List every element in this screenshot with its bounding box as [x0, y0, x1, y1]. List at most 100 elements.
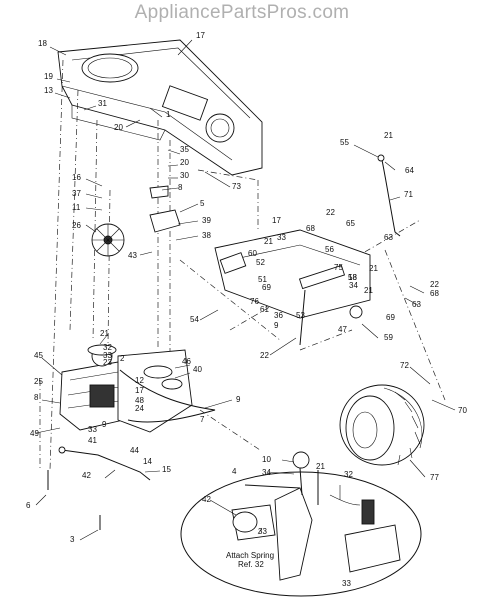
callout-72: 72 — [400, 361, 409, 370]
callout-40: 40 — [193, 365, 202, 374]
callout-48: 48 — [135, 396, 144, 405]
callout-69: 69 — [262, 283, 271, 292]
callout-15: 15 — [162, 465, 171, 474]
callout-68: 68 — [306, 224, 315, 233]
shift-rod — [47, 446, 151, 530]
callout-43: 43 — [128, 251, 137, 260]
callout-33: 33 — [342, 579, 351, 588]
callout-47: 47 — [338, 325, 347, 334]
callout-63: 63 — [412, 300, 421, 309]
callout-38: 38 — [202, 231, 211, 240]
callout-2: 2 — [120, 354, 125, 363]
inset-caption-line1: Attach Spring — [226, 551, 274, 560]
callout-58: 58 — [348, 273, 357, 282]
callout-26: 26 — [72, 221, 81, 230]
callout-37: 37 — [72, 189, 81, 198]
callout-25: 25 — [34, 377, 43, 386]
callout-71: 71 — [404, 190, 413, 199]
callout-56: 56 — [325, 245, 334, 254]
callout-18: 18 — [38, 39, 47, 48]
callout-7: 7 — [200, 415, 205, 424]
detail-inset — [180, 451, 422, 597]
callout-60: 60 — [248, 249, 257, 258]
callout-73: 73 — [232, 182, 241, 191]
callout-20: 20 — [114, 123, 123, 132]
callout-8: 8 — [34, 393, 39, 402]
callout-52: 52 — [256, 258, 265, 267]
callout-17: 17 — [135, 386, 144, 395]
callout-21: 21 — [364, 286, 373, 295]
callout-5: 5 — [200, 199, 205, 208]
callout-42: 42 — [82, 471, 91, 480]
inset-caption-line2: Ref. 32 — [238, 560, 264, 569]
callout-22: 22 — [326, 208, 335, 217]
callout-12: 12 — [135, 376, 144, 385]
callout-44: 44 — [130, 446, 139, 455]
callout-75: 75 — [334, 263, 343, 272]
callout-34: 34 — [262, 468, 271, 477]
callout-21: 21 — [369, 264, 378, 273]
callout-54: 54 — [190, 315, 199, 324]
callout-33: 33 — [277, 233, 286, 242]
callout-42: 42 — [202, 495, 211, 504]
callout-77: 77 — [430, 473, 439, 482]
callout-21: 21 — [316, 462, 325, 471]
callout-45: 45 — [34, 351, 43, 360]
callout-35: 35 — [180, 145, 189, 154]
callout-76: 76 — [250, 297, 259, 306]
callout-9: 9 — [274, 321, 279, 330]
callout-69: 69 — [386, 313, 395, 322]
cooling-fan — [91, 223, 125, 257]
callout-64: 64 — [405, 166, 414, 175]
main-frame — [57, 39, 263, 176]
callout-17: 17 — [196, 31, 205, 40]
callout-65: 65 — [346, 219, 355, 228]
callout-33: 33 — [258, 527, 267, 536]
callout-22: 22 — [430, 280, 439, 289]
callout-59: 59 — [384, 333, 393, 342]
callout-17: 17 — [272, 216, 281, 225]
callout-49: 49 — [30, 429, 39, 438]
callout-21: 21 — [264, 237, 273, 246]
callout-8: 8 — [178, 183, 183, 192]
callout-18: 18 — [348, 273, 357, 282]
pulley-plate — [117, 349, 216, 433]
callout-33: 33 — [88, 425, 97, 434]
callout-11: 11 — [72, 203, 81, 212]
leader-lines — [35, 39, 456, 541]
callout-4: 4 — [232, 467, 237, 476]
rear-tire — [339, 384, 425, 466]
callout-32: 32 — [344, 470, 353, 479]
callout-41: 41 — [88, 436, 97, 445]
callout-22: 22 — [260, 351, 269, 360]
callout-9: 9 — [102, 420, 107, 429]
callout-16: 16 — [72, 173, 81, 182]
callout-23: 23 — [103, 358, 112, 367]
callout-61: 61 — [260, 305, 269, 314]
callout-6: 6 — [26, 501, 31, 510]
callout-36: 36 — [274, 311, 283, 320]
watermark-text: AppliancePartsPros.com — [134, 2, 350, 23]
callout-1: 1 — [166, 110, 171, 119]
callout-39: 39 — [202, 216, 211, 225]
callout-32: 32 — [103, 343, 112, 352]
part-callouts: 1819131731201352030738163711265393843645… — [26, 31, 467, 588]
callout-33: 33 — [103, 351, 112, 360]
callout-13: 13 — [44, 86, 53, 95]
callout-31: 31 — [98, 99, 107, 108]
callout-21: 21 — [384, 131, 393, 140]
callout-19: 19 — [44, 72, 53, 81]
callout-51: 51 — [258, 275, 267, 284]
callout-46: 46 — [182, 357, 191, 366]
callout-3: 3 — [70, 535, 75, 544]
callout-21: 21 — [100, 329, 109, 338]
callout-55: 55 — [340, 138, 349, 147]
callout-10: 10 — [262, 455, 271, 464]
callout-30: 30 — [180, 171, 189, 180]
callout-9: 9 — [236, 395, 241, 404]
brake-linkage-assembly — [149, 185, 371, 346]
callout-20: 20 — [180, 158, 189, 167]
callout-34: 34 — [349, 281, 358, 290]
callout-70: 70 — [458, 406, 467, 415]
